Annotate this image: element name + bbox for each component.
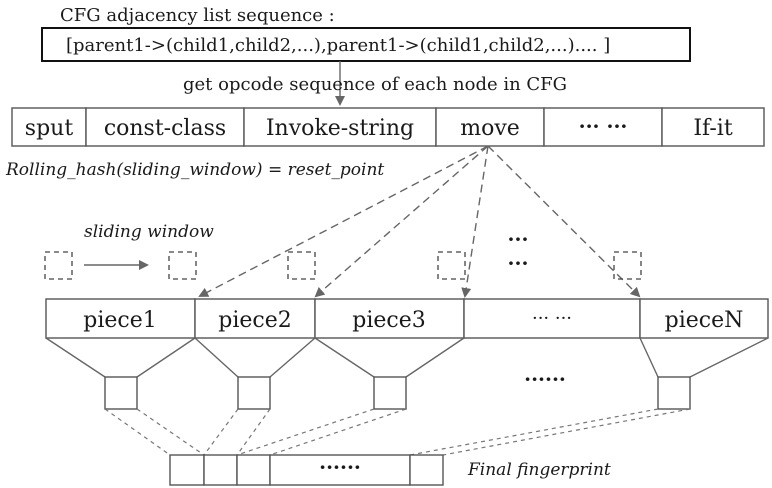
cfg-sequence-text: [parent1->(child1,child2,...),parent1->(… [66,35,610,56]
opcode-label-sput: sput [25,116,74,141]
opcode-label-const-class: const-class [104,116,226,141]
piece-cell-n [639,298,769,339]
hash-box-1 [104,376,138,410]
sliding-window-start [44,251,73,280]
fingerprint-label: Final fingerprint [467,460,611,480]
piece-label-3: piece3 [352,308,425,333]
opcode-row: sput const-class Invoke-string move ··· … [11,107,765,147]
fingerprint-cell-n [409,454,444,486]
opcode-label-if-it: If-it [693,116,733,141]
opcode-cell-if-it [661,107,765,147]
hash-box-2 [237,376,271,410]
funnel-lines [45,337,769,378]
opcode-label-move: move [460,116,520,141]
fingerprint-connectors [104,408,691,456]
opcode-caption: get opcode sequence of each node in CFG [183,74,567,95]
reset-arrow-n [487,145,641,298]
fingerprint-row: ······ [169,454,444,486]
piece-cell-2 [194,298,316,339]
piece-label-ellipsis: ··· ··· [532,308,572,329]
reset-arrow-1 [198,145,489,297]
piece-label-2: piece2 [218,308,291,333]
fingerprint-cell-3 [236,454,271,486]
hash-middle-dots: ······ [524,367,566,391]
fingerprint-dots: ······ [319,455,361,479]
opcode-cell-const-class [85,107,245,147]
cfg-title: CFG adjacency list sequence : [60,5,335,26]
opcode-cell-sput [11,107,87,147]
hash-box-3 [373,376,407,410]
opcode-label-invoke-string: Invoke-string [266,116,414,141]
vertical-dots-bottom: ··· [508,251,529,275]
piece-cell-1 [45,298,196,339]
reset-point-arrows [198,145,641,298]
cfg-sequence-box [41,27,691,62]
piece-cell-ellipsis [463,298,641,339]
rolling-hash-label: Rolling_hash(sliding_window) = reset_poi… [5,160,384,180]
pieces-row: piece1 piece2 piece3 ··· ··· pieceN [45,298,769,339]
window-box-n [613,251,642,280]
vertical-dots-top: ··· [508,227,529,251]
piece-label-n: pieceN [665,308,744,333]
opcode-label-ellipsis: ··· ··· [579,114,628,138]
hash-box-n [657,376,691,410]
sliding-window-label: sliding window [84,222,214,242]
fingerprint-cell-ellipsis [269,454,411,486]
reset-arrow-3 [461,145,489,298]
window-box-1 [168,251,197,280]
piece-label-1: piece1 [83,308,156,333]
window-box-2 [287,251,316,280]
fingerprint-cell-1 [169,454,205,486]
window-box-3 [437,251,466,280]
fingerprint-cell-2 [203,454,238,486]
